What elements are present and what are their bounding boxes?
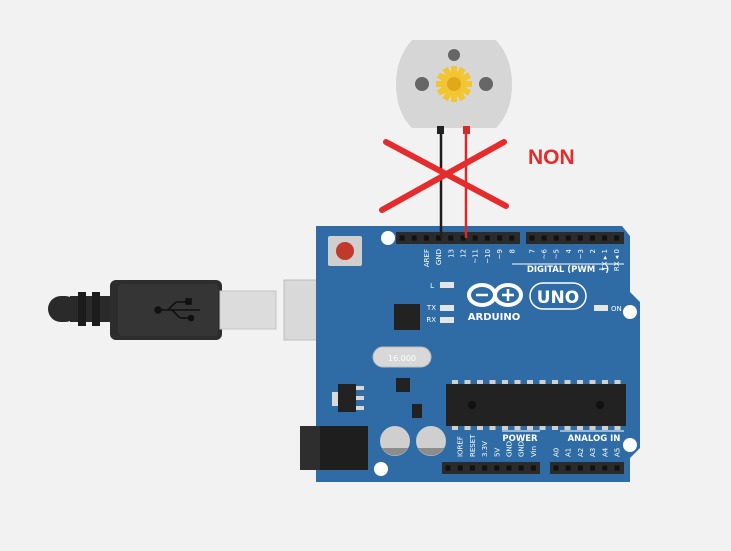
model-name: UNO — [537, 288, 579, 308]
digital-pin-label: GND — [435, 249, 443, 265]
power-pin-label: GND — [506, 441, 514, 457]
gear-icon — [436, 66, 472, 102]
on-led — [594, 305, 608, 311]
capacitor — [416, 426, 446, 456]
power-pin-label: Vin — [530, 446, 538, 457]
digital-pin-label: ~5 — [553, 249, 561, 259]
brand-name: ARDUINO — [468, 312, 520, 323]
reset-button[interactable] — [328, 236, 362, 266]
digital-pin-label: 2 — [589, 249, 597, 253]
arduino-logo-icon — [467, 283, 523, 307]
power-pin-label: IOREF — [457, 436, 465, 457]
analog-pin-label: A2 — [577, 448, 585, 457]
digital-pin-label: ~11 — [472, 249, 480, 264]
digital-pin-label: 12 — [460, 249, 468, 258]
digital-pin-label: 13 — [447, 249, 455, 258]
dc-power-jack[interactable] — [300, 426, 368, 470]
red-cross-mark — [379, 139, 509, 213]
rx-led — [440, 317, 454, 323]
tx-led-label: TX — [426, 304, 436, 312]
small-chip — [396, 378, 410, 392]
digital-pin-label: TX ▸ 1 — [601, 249, 609, 272]
l-led — [440, 282, 454, 288]
digital-header-left — [396, 232, 520, 244]
analog-in-section-label: ANALOG IN — [568, 434, 621, 444]
digital-pwm-label: DIGITAL (PWM ~) — [527, 265, 609, 275]
crystal-oscillator — [372, 346, 432, 368]
on-led-label: ON — [611, 305, 622, 313]
power-section-label: POWER — [502, 434, 538, 444]
digital-pin-label: ~3 — [577, 249, 585, 259]
usb-controller-chip — [394, 304, 420, 330]
mounting-hole — [623, 438, 637, 452]
non-annotation: NON — [528, 146, 575, 169]
crystal-label: 16.000 — [388, 354, 416, 363]
digital-header-right — [526, 232, 624, 244]
usb-symbol-icon — [154, 298, 200, 322]
analog-header — [550, 462, 624, 474]
dc-motor — [396, 40, 512, 134]
tx-led — [440, 305, 454, 311]
transistor — [412, 404, 422, 418]
digital-pin-label: 7 — [529, 249, 537, 253]
analog-pin-label: A4 — [601, 447, 609, 457]
mounting-hole — [623, 305, 637, 319]
power-pin-label: RESET — [469, 434, 477, 457]
l-led-label: L — [430, 282, 434, 290]
analog-pin-label: A1 — [565, 448, 573, 457]
power-pin-label: 5V — [493, 448, 501, 457]
digital-pin-label: RX ◂ 0 — [613, 249, 621, 271]
rx-led-label: RX — [426, 316, 436, 324]
analog-pin-label: A3 — [589, 448, 597, 457]
digital-pin-label: 8 — [508, 249, 516, 253]
digital-pin-label: ~9 — [496, 249, 504, 259]
power-pin-label: GND — [518, 441, 526, 457]
voltage-regulator — [338, 384, 356, 412]
atmega-microcontroller — [446, 384, 626, 426]
analog-pin-label: A0 — [553, 448, 561, 457]
digital-pin-label: AREF — [423, 249, 431, 267]
digital-pin-label: ~10 — [484, 249, 492, 264]
power-header — [442, 462, 540, 474]
model-badge — [529, 282, 587, 310]
analog-pin-label: A5 — [614, 448, 622, 457]
arduino-board: AREF GND 13 12 ~11 ~10 ~9 8 7 ~6 ~5 4 ~3 2 TX ▸ 1 RX ◂ … — [300, 226, 640, 482]
usb-cable — [48, 279, 365, 341]
power-pin-label: 3.3V — [481, 441, 489, 457]
capacitor — [380, 426, 410, 456]
digital-pin-label: ~6 — [541, 248, 549, 259]
mounting-hole — [374, 462, 388, 476]
mounting-hole — [381, 231, 395, 245]
digital-pin-label: 4 — [565, 248, 573, 253]
